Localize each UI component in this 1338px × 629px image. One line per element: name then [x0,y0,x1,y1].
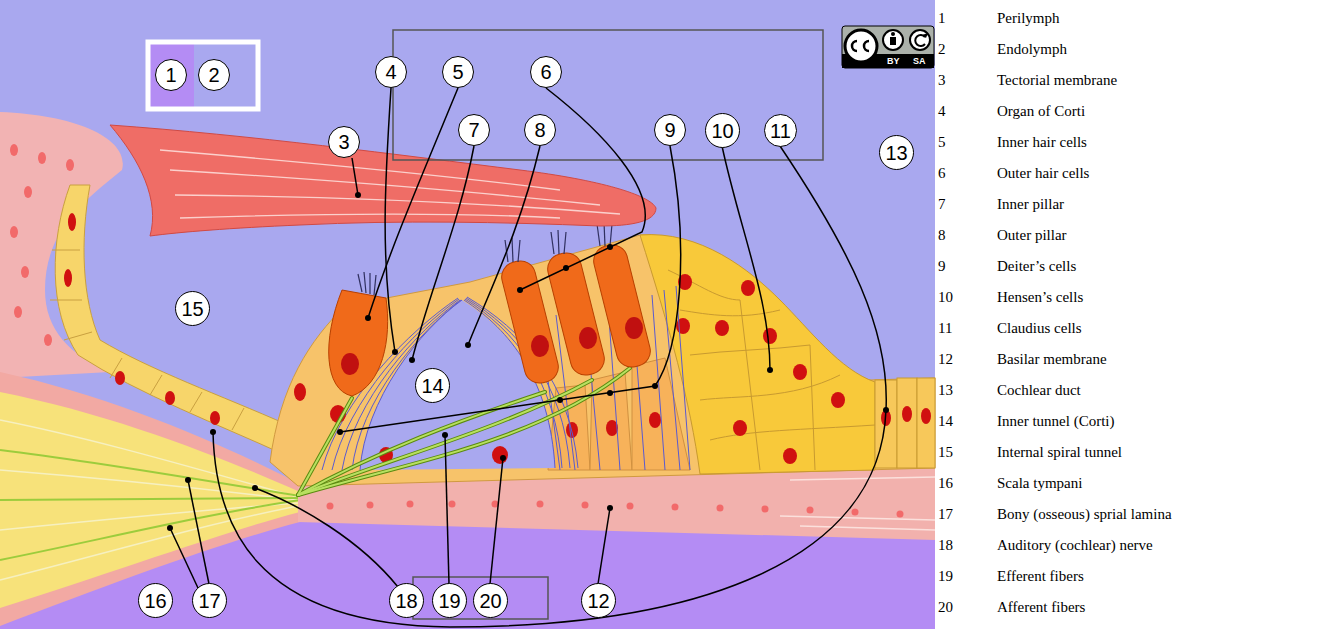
licence-badge-text: SA [913,56,926,66]
callout-circle: 3 [328,126,360,158]
key-number: 3 [938,70,946,90]
key-number: 13 [938,380,953,400]
callout-circle: 5 [442,56,474,88]
callout-number: 2 [208,65,219,85]
callout-number: 6 [540,62,551,82]
callout-circle: 17 [192,583,227,618]
callout-circle: 18 [389,583,424,618]
callout-circle: 19 [432,583,467,618]
callout-circle: 12 [581,583,616,618]
key-name: Cochlear duct [997,380,1081,400]
key-name: Hensen’s cells [997,287,1083,307]
callout-circle: 4 [375,56,407,88]
callout-number: 14 [421,376,443,396]
key-number: 6 [938,163,946,183]
key-name: Inner tunnel (Corti) [997,411,1114,431]
key-name: Perilymph [997,8,1060,28]
callout-circle: 14 [415,368,450,403]
callout-number: 9 [664,120,675,140]
callout-circle: 9 [654,114,686,146]
key-name: Basilar membrane [997,349,1107,369]
callout-circle: 15 [175,291,210,326]
callout-circle: 7 [458,114,490,146]
key-name: Organ of Corti [997,101,1085,121]
key-name: Scala tympani [997,473,1082,493]
key-name: Endolymph [997,39,1067,59]
key-name: Auditory (cochlear) nerve [997,535,1153,555]
key-name: Outer pillar [997,225,1067,245]
key-name: Internal spiral tunnel [997,442,1122,462]
key-number: 7 [938,194,946,214]
callout-circle: 8 [524,114,556,146]
callout-number: 1 [165,65,176,85]
key-number: 11 [938,318,952,338]
key-number: 17 [938,504,953,524]
callout-number: 5 [452,62,463,82]
key-number: 9 [938,256,946,276]
callout-number: 10 [711,121,733,141]
key-name: Inner pillar [997,194,1064,214]
key-number: 16 [938,473,953,493]
key-number: 19 [938,566,953,586]
callout-number: 12 [587,591,609,611]
key-number: 20 [938,597,953,617]
callout-circle: 16 [138,583,173,618]
key-number: 14 [938,411,953,431]
key-number: 15 [938,442,953,462]
callout-circle: 10 [705,113,740,148]
callout-number: 16 [144,591,166,611]
callout-number: 17 [198,591,220,611]
callout-circle: 2 [198,59,230,91]
callout-number: 15 [181,299,203,319]
key-number: 1 [938,8,946,28]
key-number: 4 [938,101,946,121]
key-name: Outer hair cells [997,163,1089,183]
key-number: 2 [938,39,946,59]
key-number: 5 [938,132,946,152]
callout-circle: 1 [155,59,187,91]
callout-number: 8 [534,120,545,140]
key-name: Claudius cells [997,318,1082,338]
callout-circle: 20 [473,583,508,618]
key-number: 12 [938,349,953,369]
key-name: Inner hair cells [997,132,1087,152]
callout-number: 18 [395,591,417,611]
key-name: Deiter’s cells [997,256,1076,276]
callout-number: 4 [385,62,396,82]
key-number: 8 [938,225,946,245]
key-number: 10 [938,287,953,307]
callout-number: 11 [770,121,791,141]
key-name: Efferent fibers [997,566,1084,586]
callout-circle: 11 [764,114,797,147]
key-name: Afferent fibers [997,597,1085,617]
licence-badge-text: BY [887,56,900,66]
key-name: Tectorial membrane [997,70,1117,90]
key-number: 18 [938,535,953,555]
callout-number: 13 [885,143,907,163]
callout-number: 19 [438,591,460,611]
key-name: Bony (osseous) sprial lamina [997,504,1172,524]
callout-circle: 6 [530,56,562,88]
callout-number: 7 [468,120,479,140]
callout-number: 3 [338,132,349,152]
callout-number: 20 [479,591,501,611]
callout-circle: 13 [879,135,914,170]
